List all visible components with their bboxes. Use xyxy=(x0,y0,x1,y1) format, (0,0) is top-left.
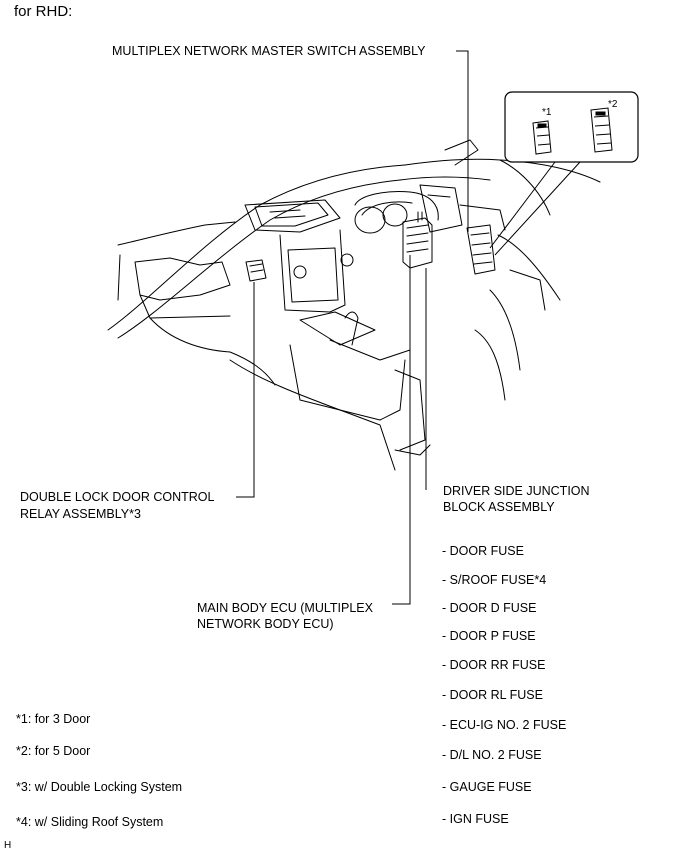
fuse-item: - DOOR D FUSE xyxy=(442,601,537,615)
footnote: *2: for 5 Door xyxy=(16,744,91,758)
corner-mark: H xyxy=(4,840,12,851)
inset-label-2: *2 xyxy=(608,99,618,110)
fuse-item: - DOOR RL FUSE xyxy=(442,688,543,702)
fuse-item: - IGN FUSE xyxy=(442,812,509,826)
fuse-item: - ECU-IG NO. 2 FUSE xyxy=(442,718,567,732)
fuse-item: - DOOR RR FUSE xyxy=(442,658,546,672)
footnote: *3: w/ Double Locking System xyxy=(16,780,183,794)
fuse-item: - S/ROOF FUSE*4 xyxy=(442,573,547,587)
fuse-item: - DOOR FUSE xyxy=(442,544,524,558)
main-body-ecu-label-line2: NETWORK BODY ECU) xyxy=(197,617,334,631)
double-lock-relay-label-line1: DOUBLE LOCK DOOR CONTROL xyxy=(20,490,215,504)
fuse-item: - GAUGE FUSE xyxy=(442,780,532,794)
double-lock-relay-label-line2: RELAY ASSEMBLY*3 xyxy=(20,507,141,521)
page-heading: for RHD: xyxy=(14,3,73,20)
junction-block-label-line2: BLOCK ASSEMBLY xyxy=(443,500,555,514)
inset-label-1: *1 xyxy=(542,107,552,118)
footnote: *4: w/ Sliding Roof System xyxy=(16,815,164,829)
junction-block-label-line1: DRIVER SIDE JUNCTION xyxy=(443,484,590,498)
main-body-ecu-label-line1: MAIN BODY ECU (MULTIPLEX xyxy=(197,601,373,615)
fuse-item: - DOOR P FUSE xyxy=(442,629,536,643)
master-switch-label: MULTIPLEX NETWORK MASTER SWITCH ASSEMBLY xyxy=(112,44,426,58)
fuse-item: - D/L NO. 2 FUSE xyxy=(442,748,542,762)
footnote: *1: for 3 Door xyxy=(16,712,91,726)
